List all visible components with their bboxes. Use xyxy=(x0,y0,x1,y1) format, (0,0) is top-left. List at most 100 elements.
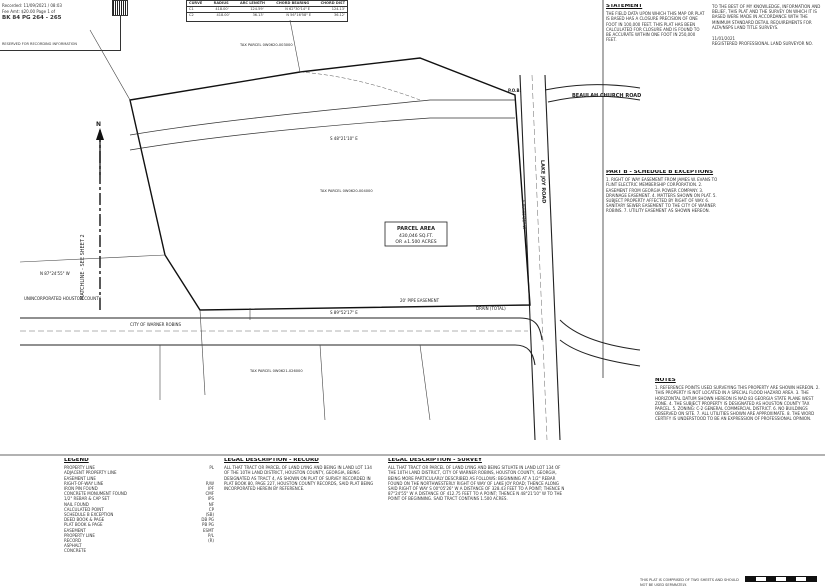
legend-item-label: DEED BOOK & PAGE xyxy=(64,517,105,523)
parcel-area-label: PARCEL AREA xyxy=(397,226,435,232)
notes-title: NOTES xyxy=(655,378,676,383)
legend-item-symbol: DB PG xyxy=(201,517,214,523)
legend-item: CONCRETE MONUMENT FOUND CMF xyxy=(64,491,214,496)
legal-survey-block: LEGAL DESCRIPTION - SURVEY ALL THAT TRAC… xyxy=(388,458,568,586)
bearing-col: CHORD BEARING xyxy=(276,1,310,5)
beaulah-road-label: BEAULAH CHURCH ROAD xyxy=(572,93,641,99)
footer-text: THIS PLAT IS COMPRISED OF TWO SHEETS AND… xyxy=(640,578,739,588)
legal-record-title: LEGAL DESCRIPTION - RECORD xyxy=(224,458,319,463)
legend-item-symbol: PL xyxy=(209,465,214,471)
legend-item-label: EASEMENT LINE xyxy=(64,475,96,481)
legend-item-symbol: IPF xyxy=(208,486,214,492)
notes-block: NOTES 1. REFERENCE POINTS USED SURVEYING… xyxy=(655,378,820,578)
scale-bar xyxy=(745,576,817,582)
adjacent-parcels xyxy=(19,19,431,421)
footer-note: THIS PLAT IS COMPRISED OF TWO SHEETS AND… xyxy=(640,578,740,588)
legend-item: DEED BOOK & PAGE DB PG xyxy=(64,517,214,522)
parcel-sqft: 430,046 SQ.FT. xyxy=(399,233,433,239)
surveyor-reg: REGISTERED PROFESSIONAL LAND SURVEYOR NO… xyxy=(712,41,813,47)
legend-item-label: PROPERTY LINE xyxy=(64,465,95,471)
bearing-label: N 87°24'55" W xyxy=(40,271,70,276)
legend-item-symbol: CMF xyxy=(205,491,214,497)
legend-item-label: PROPERTY LINE xyxy=(64,532,95,538)
legend-item: PROPERTY LINE PL xyxy=(64,465,214,470)
certification-date: 11/01/2021 xyxy=(712,36,736,42)
bearing-label: S 89°52'17" E xyxy=(330,310,358,315)
legend-item-label: CALCULATED POINT xyxy=(64,506,104,512)
north-arrow: N xyxy=(96,121,104,175)
legend-item-symbol: NF xyxy=(208,501,214,507)
legend-item: CONCRETE xyxy=(64,548,214,553)
curve-col: CURVE xyxy=(189,1,203,5)
schedule-b-block: PART B - SCHEDULE B EXCEPTIONS 1. RIGHT … xyxy=(606,170,718,370)
subject-parcel xyxy=(129,57,531,311)
adjacent-owner-label: TAX PARCEL 0W0621-026000 xyxy=(249,369,303,373)
recorded-stamp: Recorded: 11/09/2021 / 08:03 xyxy=(2,3,62,8)
recording-box: Recorded: 11/09/2021 / 08:03 Fee Amt: $2… xyxy=(0,0,121,51)
legend-item-label: 1/2" REBAR & CAP SET xyxy=(64,496,110,502)
curve-cell: 124.59' xyxy=(250,7,264,11)
parcel-area-box xyxy=(384,221,448,247)
legend-item-label: SCHEDULE B EXCEPTION xyxy=(64,512,114,518)
legend-item-symbol: (SB) xyxy=(205,512,214,518)
curve-cell: N 56°16'58" E xyxy=(286,13,312,17)
curve-cell: 418.00' xyxy=(216,13,230,17)
parcel-acres: OR ±1.500 ACRES xyxy=(395,239,436,245)
legend-item-symbol: P/L xyxy=(208,532,214,538)
curve-table: CURVE RADIUS ARC LENGTH CHORD BEARING CH… xyxy=(186,0,348,22)
legend-item: RECORD(R) xyxy=(64,538,214,543)
legend-item-label: RECORD xyxy=(64,538,82,544)
adjacent-owner-label: TAX PARCEL 0W0620-004000 xyxy=(319,189,373,193)
radius-col: RADIUS xyxy=(213,1,229,5)
legal-survey-text: ALL THAT TRACT OR PARCEL OF LAND LYING A… xyxy=(388,465,565,502)
lake-joy-road xyxy=(519,74,561,441)
certification-block: TO THE BEST OF MY KNOWLEDGE, INFORMATION… xyxy=(712,4,822,139)
schedule-text: 1. RIGHT OF WAY EASEMENT FROM JAMES W. E… xyxy=(606,177,718,214)
legend-item: ASPHALT xyxy=(64,543,214,548)
beaulah-church-road xyxy=(544,84,641,103)
legend-item-label: RIGHT-OF-WAY LINE xyxy=(64,480,104,486)
legend-item-symbol: ESMT xyxy=(203,527,214,533)
easement-label: 20' PIPE EASEMENT xyxy=(400,298,440,303)
matchline-label: MATCHLINE - SEE SHEET 2 xyxy=(80,234,86,300)
statement-text: THE FIELD DATA UPON WHICH THIS MAP OR PL… xyxy=(606,11,705,43)
legend-item: RIGHT-OF-WAY LINE R/W xyxy=(64,481,214,486)
curve-cell: 36.12' xyxy=(334,13,345,17)
city-label: CITY OF WARNER ROBINS xyxy=(130,322,182,327)
lower-road xyxy=(20,317,641,367)
legend-item-label: ASPHALT xyxy=(64,543,82,549)
curve-cell: 124.13' xyxy=(331,7,345,11)
pob-label: P.O.B. xyxy=(508,88,522,93)
reserved-note: RESERVED FOR RECORDING INFORMATION xyxy=(2,42,78,46)
legend-item: PROPERTY LINE P/L xyxy=(64,533,214,538)
legend-item: EASEMENT ESMT xyxy=(64,528,214,533)
curve-cell: C1 xyxy=(189,7,194,11)
fee-stamp: Fee Amt: $20.00 Page 1 of xyxy=(2,9,55,14)
county-label: UNINCORPORATED HOUSTON COUNTY xyxy=(24,296,102,301)
legend-item-symbol: PB PG xyxy=(202,522,214,528)
curve-row: C2 418.00' 36.13' N 56°16'58" E 36.12' xyxy=(187,13,347,18)
book-page: BK 84 PG 264 - 265 xyxy=(2,15,62,21)
legal-record-text: ALL THAT TRACT OR PARCEL OF LAND LYING A… xyxy=(224,465,374,492)
legend-item: EASEMENT LINE xyxy=(64,476,214,481)
legend-item-label: ADJACENT PROPERTY LINE xyxy=(64,470,117,476)
curve-cell: 36.13' xyxy=(252,13,264,17)
legend-item-symbol: IPS xyxy=(207,496,214,502)
legal-survey-title: LEGAL DESCRIPTION - SURVEY xyxy=(388,458,482,463)
legend-item-label: IRON PIN FOUND xyxy=(64,486,98,492)
legend-item-label: EASEMENT xyxy=(64,527,86,533)
statement-title: STATEMENT xyxy=(606,4,643,9)
legend-item: SCHEDULE B EXCEPTION (SB) xyxy=(64,512,214,517)
access-easement xyxy=(129,71,515,151)
legend-item-label: CONCRETE MONUMENT FOUND xyxy=(64,491,127,497)
legend-item-symbol: R/W xyxy=(205,480,214,486)
curve-cell: N 62°30'14" E xyxy=(285,7,311,11)
legend-item: IRON PIN FOUND IPF xyxy=(64,486,214,491)
